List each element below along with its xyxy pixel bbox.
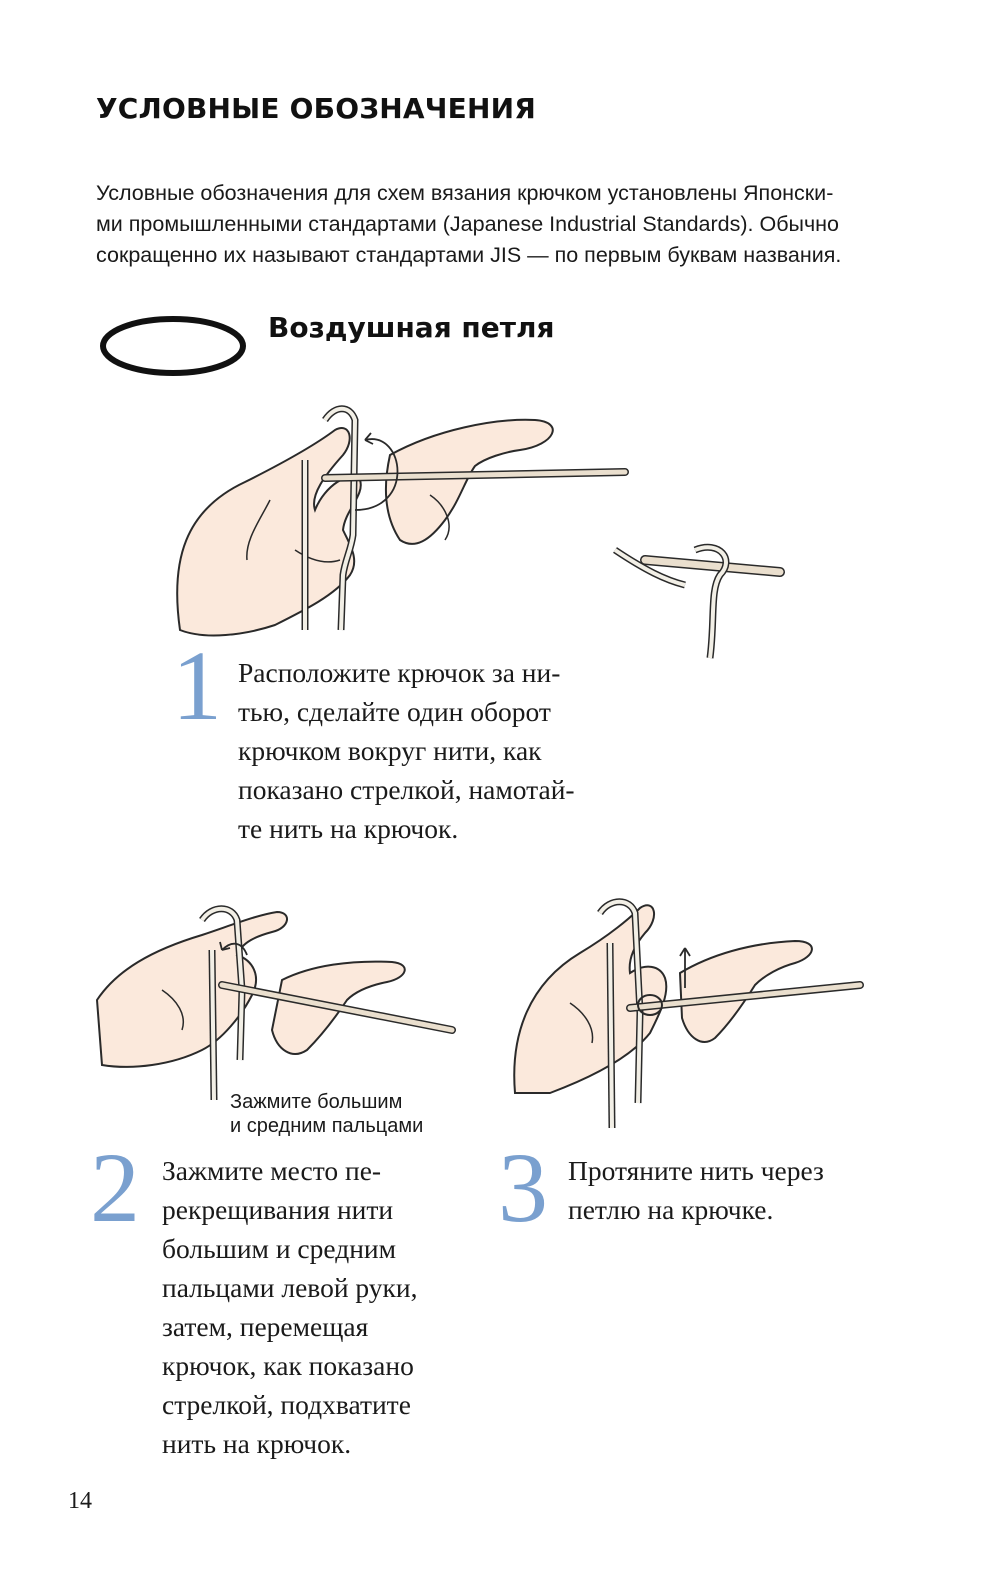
caption-line: и средним пальцами bbox=[230, 1115, 424, 1137]
step-2-line: большим и средним bbox=[162, 1233, 397, 1264]
step-3-line: петлю на крючке. bbox=[568, 1194, 774, 1225]
step-1-number: 1 bbox=[172, 630, 222, 741]
step-2-number: 2 bbox=[90, 1132, 140, 1243]
step-2-illustration bbox=[95, 905, 456, 1101]
intro-line: сокращенно их называют стандартами JIS —… bbox=[96, 243, 842, 267]
step-1-line: показано стрелкой, намотай- bbox=[238, 774, 575, 805]
caption-line: Зажмите большим bbox=[230, 1091, 403, 1113]
step-1-illustration bbox=[176, 405, 785, 659]
step-1-text: Расположите крючок за ни- тью, сделайте … bbox=[238, 653, 575, 848]
section-title: Воздушная петля bbox=[268, 311, 555, 344]
chain-stitch-oval-icon bbox=[100, 316, 246, 376]
step-3-illustration bbox=[513, 898, 864, 1129]
intro-paragraph: Условные обозначения для схем вязания кр… bbox=[96, 178, 896, 271]
step-2-line: Зажмите место пе- bbox=[162, 1155, 382, 1186]
step-2-line: пальцами левой руки, bbox=[162, 1272, 418, 1303]
step-2-caption: Зажмите большим и средним пальцами bbox=[230, 1090, 423, 1138]
step-2-line: затем, перемещая bbox=[162, 1311, 369, 1342]
step-2-line: нить на крючок. bbox=[162, 1428, 352, 1459]
step-3-text: Протяните нить через петлю на крючке. bbox=[568, 1151, 824, 1229]
step-2-line: рекрещивания нити bbox=[162, 1194, 394, 1225]
step-2-line: крючок, как показано bbox=[162, 1350, 414, 1381]
page-number: 14 bbox=[68, 1488, 92, 1514]
step-3-line: Протяните нить через bbox=[568, 1155, 824, 1186]
step-3-number: 3 bbox=[498, 1132, 548, 1243]
step-2-text: Зажмите место пе- рекрещивания нити боль… bbox=[162, 1151, 418, 1463]
intro-line: Условные обозначения для схем вязания кр… bbox=[96, 181, 834, 205]
step-1-line: те нить на крючок. bbox=[238, 813, 459, 844]
step-2-line: стрелкой, подхватите bbox=[162, 1389, 411, 1420]
step-1-line: тью, сделайте один оборот bbox=[238, 696, 551, 727]
step-1-line: крючком вокруг нити, как bbox=[238, 735, 542, 766]
intro-line: ми промышленными стандартами (Japanese I… bbox=[96, 212, 839, 236]
page-title: УСЛОВНЫЕ ОБОЗНАЧЕНИЯ bbox=[96, 92, 536, 125]
step-1-line: Расположите крючок за ни- bbox=[238, 657, 561, 688]
